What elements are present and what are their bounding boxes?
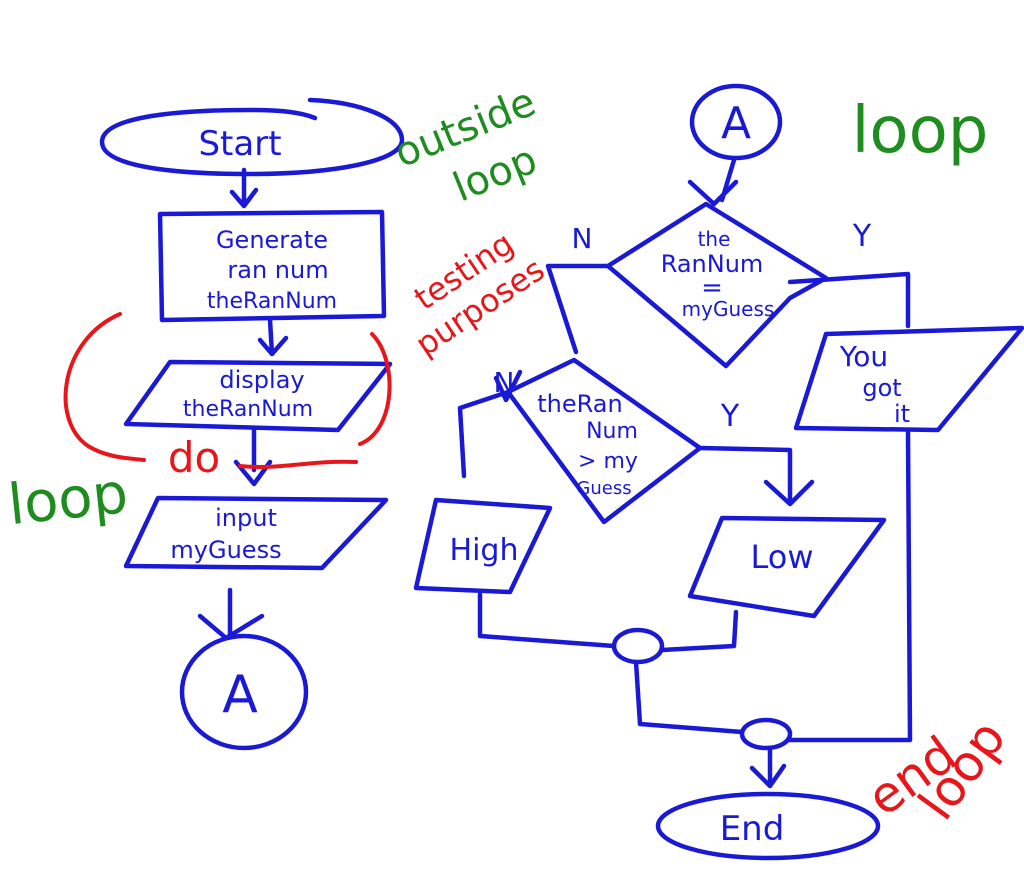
merge-connector-1	[611, 627, 665, 665]
decision-greater-line-4: Guess	[576, 478, 631, 499]
edge-high-to-merge	[477, 591, 617, 649]
you-got-it-line-2: got	[862, 374, 901, 402]
end-loop-annotation: end loop	[857, 710, 1017, 831]
arrow-merge-to-end	[749, 745, 787, 789]
you-got-it-io: You got it	[793, 325, 1024, 433]
connector-a-left: A	[179, 633, 309, 751]
start-terminator: Start	[99, 97, 405, 177]
generate-line-1: Generate	[216, 226, 328, 254]
do-annotation: do	[168, 433, 220, 482]
decision-greater-line-2: Num	[586, 419, 638, 444]
arrowhead-greater-no	[493, 369, 523, 403]
low-label: Low	[750, 538, 813, 576]
connector-a-right-label: A	[721, 98, 751, 149]
input-line-2: myGuess	[170, 536, 281, 564]
red-loop-bracket-right	[358, 332, 392, 446]
decision-greater: theRan Num > my Guess	[505, 357, 703, 525]
you-got-it-line-1: You	[839, 340, 888, 373]
loop-annotation-right: loop	[852, 94, 989, 168]
decision-greater-line-1: theRan	[537, 390, 622, 418]
testing-purposes-annotation: testing purposes	[407, 224, 551, 364]
edge-equal-no	[545, 263, 611, 355]
edge-low-to-merge	[659, 609, 739, 653]
label-greater-yes: Y	[720, 399, 740, 434]
input-line-1: input	[215, 504, 277, 532]
red-loop-bracket-left	[63, 312, 146, 462]
arrow-input-to-connector	[197, 587, 265, 641]
arrow-connector-to-decision	[687, 157, 739, 207]
outside-loop-annotation: outside loop	[388, 79, 543, 211]
decision-equal: the RanNum = myGuess	[605, 201, 829, 369]
low-io: Low	[687, 515, 887, 619]
edge-you-got-it-down	[785, 429, 913, 743]
label-equal-no: N	[572, 222, 593, 255]
arrow-start-to-generate	[229, 167, 259, 209]
display-line-1: display	[219, 366, 304, 394]
decision-equal-line-3: =	[701, 273, 723, 303]
connector-a-right: A	[689, 83, 783, 161]
generate-process: Generate ran num theRanNum	[157, 209, 387, 323]
arrow-display-to-input	[233, 427, 273, 487]
high-io: High	[413, 497, 553, 595]
label-greater-no: N	[494, 366, 515, 399]
display-line-2: theRanNum	[183, 397, 313, 422]
edge-greater-yes	[697, 445, 815, 507]
edge-merge-down	[633, 659, 745, 735]
edge-greater-no	[457, 389, 511, 479]
decision-greater-line-3: > my	[578, 449, 638, 474]
input-io: input myGuess	[123, 495, 389, 571]
decision-equal-line-4: myGuess	[682, 297, 775, 321]
start-label: Start	[198, 124, 281, 164]
decision-equal-line-2: RanNum	[661, 250, 764, 278]
generate-line-2: ran num	[227, 256, 328, 284]
red-loop-underline	[238, 459, 358, 469]
loop-annotation-left: loop	[5, 461, 131, 538]
generate-line-3: theRanNum	[207, 289, 337, 314]
end-label: End	[720, 809, 785, 849]
merge-connector-2	[739, 717, 793, 751]
connector-a-left-label: A	[222, 665, 258, 725]
you-got-it-line-3: it	[894, 400, 910, 428]
label-equal-yes: Y	[852, 219, 872, 254]
high-label: High	[450, 533, 519, 568]
end-terminator: End	[655, 791, 881, 861]
arrow-generate-to-display	[257, 317, 289, 357]
decision-equal-line-1: the	[698, 227, 731, 251]
display-io: display theRanNum	[123, 359, 393, 433]
edge-equal-yes	[787, 271, 911, 329]
